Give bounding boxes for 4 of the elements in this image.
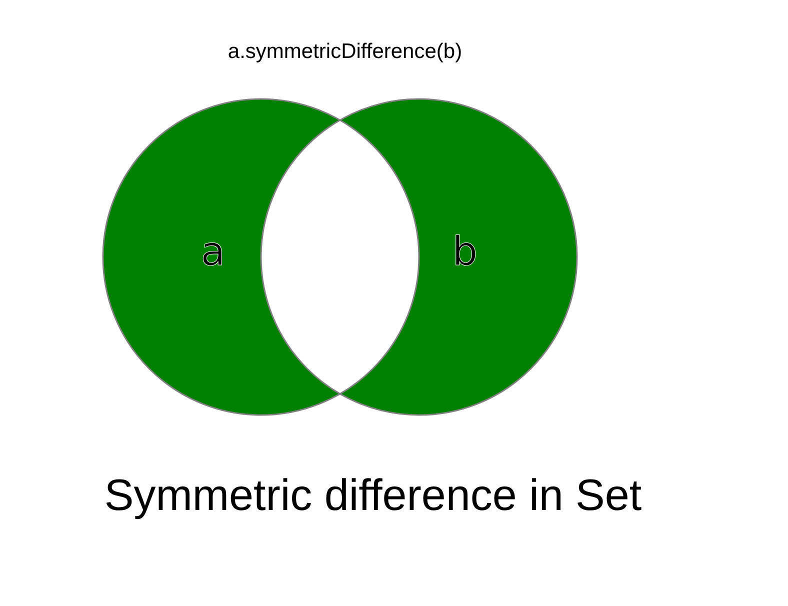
set-label: a xyxy=(200,232,226,272)
title: a.symmetricDifference(b) xyxy=(228,40,462,64)
set-label: b xyxy=(452,232,478,272)
caption: Symmetric difference in Set xyxy=(104,471,642,521)
